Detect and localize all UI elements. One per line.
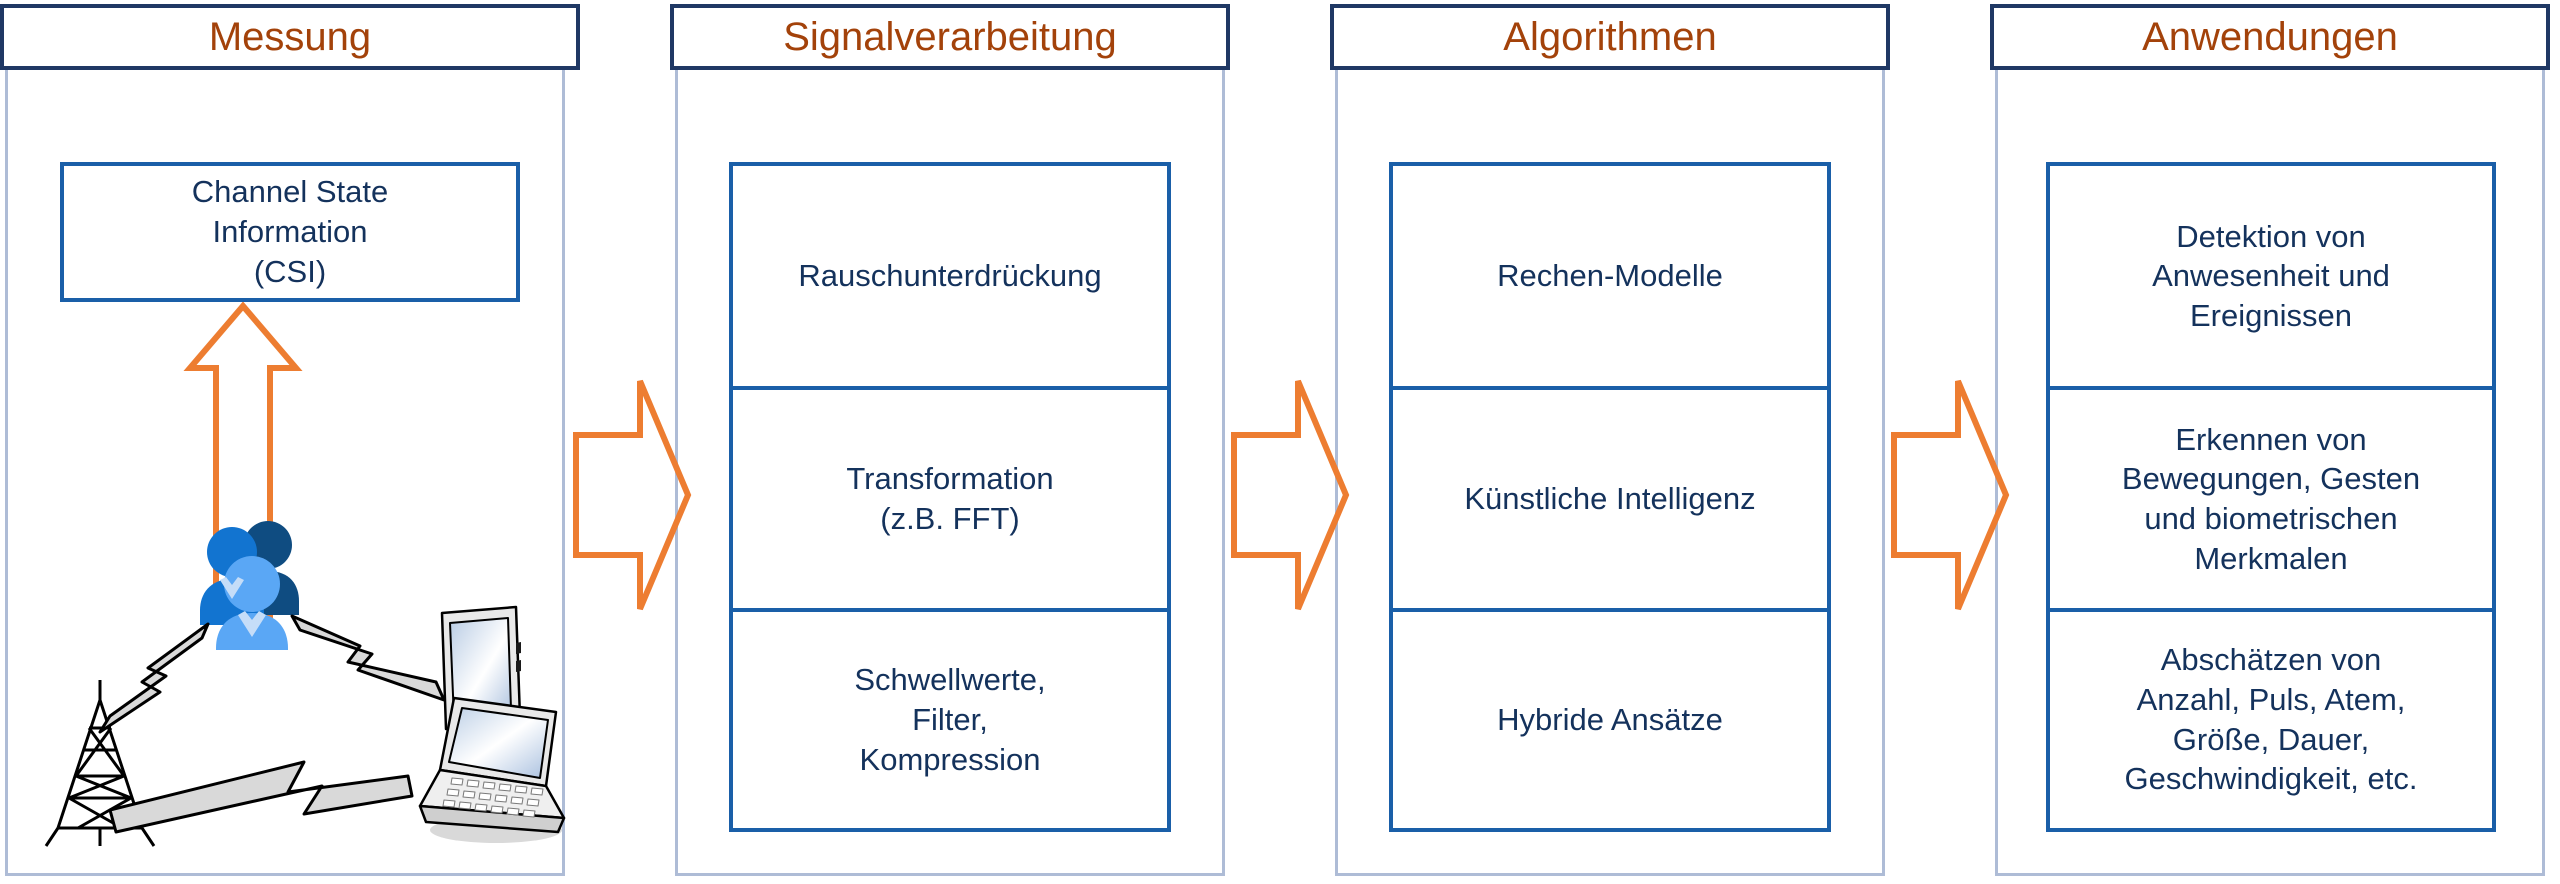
stack-item: Erkennen von Bewegungen, Gesten und biom… [2050,386,2492,607]
stack-item: Rechen-Modelle [1393,166,1827,386]
antenna-tower-icon [44,680,156,847]
stack-item: Detektion von Anwesenheit und Ereignisse… [2050,166,2492,386]
stack-item-line: Detektion von [2176,218,2366,254]
stack-item-line: Rechen-Modelle [1497,258,1723,294]
people-group-icon [200,521,299,650]
lightning-signal-icon [108,760,414,834]
csi-box-text: Channel State Information (CSI) [192,172,388,293]
lightning-signal-icon [98,622,210,734]
column-header-label: Signalverarbeitung [783,15,1117,59]
column-header-label: Algorithmen [1503,15,1717,59]
arrow-messung-to-signalverarbeitung [573,379,692,611]
stack-item-line: Künstliche Intelligenz [1464,481,1756,517]
stack-item-line: Anzahl, Puls, Atem, [2136,682,2406,718]
stack-algorithmen: Rechen-Modelle Künstliche Intelligenz Hy… [1389,162,1831,832]
stack-item-line: Filter, [912,701,988,737]
stack-item: Abschätzen von Anzahl, Puls, Atem, Größe… [2050,607,2492,828]
stack-item-line: Schwellwerte, [854,662,1046,698]
laptop-icon [418,696,566,843]
arrow-signalverarbeitung-to-algorithmen [1231,379,1350,611]
stack-item: Transformation (z.B. FFT) [733,386,1167,607]
column-header-label: Messung [208,15,372,59]
stack-item-line: Transformation [846,461,1054,497]
stack-item-line: Hybride Ansätze [1497,701,1723,737]
arrow-algorithmen-to-anwendungen [1891,379,2010,611]
stack-item-line: Erkennen von [2175,421,2367,457]
stack-item: Schwellwerte, Filter, Kompression [733,607,1167,828]
column-header-label: Anwendungen [2142,15,2398,59]
stack-item-line: Bewegungen, Gesten [2121,461,2421,497]
csi-box: Channel State Information (CSI) [60,162,520,302]
csi-line-2: Information [212,213,368,249]
stack-item: Hybride Ansätze [1393,607,1827,828]
stack-item-line: Geschwindigkeit, etc. [2124,761,2418,797]
stack-item-line: Größe, Dauer, [2172,721,2370,757]
column-header-signalverarbeitung: Signalverarbeitung [670,4,1230,70]
stack-item: Künstliche Intelligenz [1393,386,1827,607]
stack-anwendungen: Detektion von Anwesenheit und Ereignisse… [2046,162,2496,832]
stack-item-line: Rauschunterdrückung [798,258,1102,294]
stack-item-line: Abschätzen von [2160,642,2382,678]
csi-line-1: Channel State [191,173,389,209]
stack-item-line: (z.B. FFT) [880,500,1020,536]
stack-item-line: Merkmalen [2194,540,2348,576]
stack-item-line: Kompression [859,741,1041,777]
csi-line-3: (CSI) [253,254,327,290]
lightning-signal-icon [290,614,446,702]
column-header-anwendungen: Anwendungen [1990,4,2550,70]
column-header-messung: Messung [0,4,580,70]
stack-item-line: Anwesenheit und [2152,258,2390,294]
stack-signalverarbeitung: Rauschunterdrückung Transformation (z.B.… [729,162,1171,832]
stack-item-line: und biometrischen [2144,500,2398,536]
stack-item: Rauschunterdrückung [733,166,1167,386]
column-header-algorithmen: Algorithmen [1330,4,1890,70]
stack-item-line: Ereignissen [2190,298,2352,334]
